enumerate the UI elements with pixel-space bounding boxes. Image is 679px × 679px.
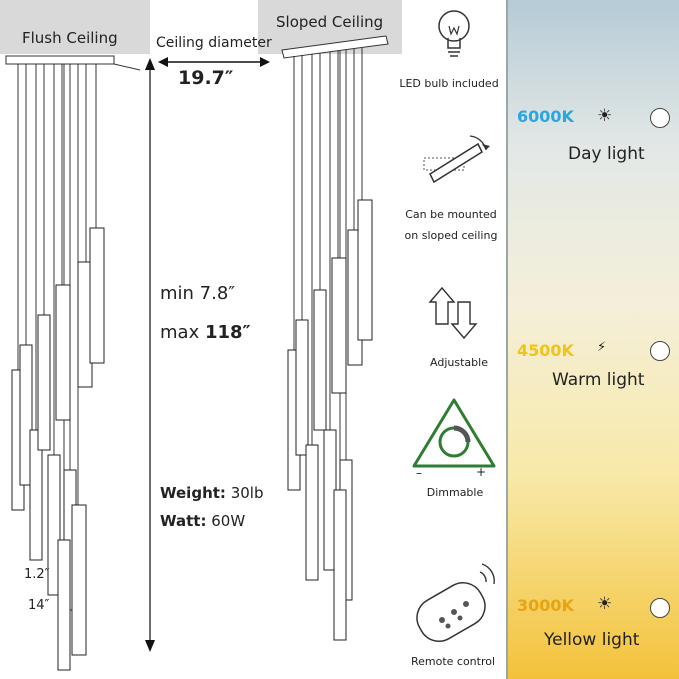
flush-ceiling-block: [0, 0, 150, 54]
flush-ceiling-label: Flush Ceiling: [22, 29, 118, 47]
dim-minus: –: [416, 466, 422, 480]
day-light-label: Day light: [568, 144, 645, 164]
max-height-label: max 118″: [160, 322, 251, 343]
warm-light-label: Warm light: [552, 370, 645, 390]
ceiling-diameter-value: 19.7″: [178, 67, 234, 89]
sloped-mount-label-2: on sloped ceiling: [404, 229, 498, 242]
chandelier-drawing: [5, 35, 389, 671]
ceiling-diameter-label: Ceiling diameter: [156, 35, 272, 51]
min-height-label: min 7.8″: [160, 283, 236, 304]
sun-warm-icon: ⚡: [597, 340, 607, 355]
sloped-ceiling-label: Sloped Ceiling: [276, 13, 384, 31]
slider-knob-6000[interactable]: [650, 108, 670, 128]
dimmable-label: Dimmable: [426, 486, 484, 499]
kelvin-6000: 6000K: [517, 107, 574, 126]
slider-knob-4500[interactable]: [650, 341, 670, 361]
sloped-mount-icon: [423, 135, 490, 184]
kelvin-3000: 3000K: [517, 596, 574, 615]
max-height-value: 118″: [204, 322, 251, 343]
max-height-prefix: max: [160, 322, 205, 343]
weight-value: 30lb: [230, 484, 264, 502]
gradient-divider: [506, 0, 508, 679]
led-bulb-icon: [438, 10, 470, 57]
dimmable-icon: [412, 398, 496, 468]
watt-label: Watt:: [160, 512, 207, 530]
sun-yellow-icon: ☀: [597, 594, 613, 614]
watt-value: 60W: [211, 512, 246, 530]
weight-spec: Weight: 30lb: [160, 484, 263, 502]
color-temperature-panel: [506, 0, 679, 679]
adjustable-arrows-icon: [428, 286, 478, 340]
remote-control-icon: [416, 563, 495, 642]
tube-width-label: 1.2″: [24, 567, 50, 582]
led-bulb-label: LED bulb included: [399, 77, 499, 90]
adjustable-label: Adjustable: [430, 356, 488, 369]
tube-length-label: 14″: [28, 598, 50, 613]
remote-control-label: Remote control: [410, 655, 496, 668]
slider-knob-3000[interactable]: [650, 598, 670, 618]
dim-plus: +: [476, 465, 487, 479]
sloped-mount-label-1: Can be mounted: [405, 208, 497, 221]
kelvin-4500: 4500K: [517, 341, 574, 360]
yellow-light-label: Yellow light: [544, 630, 640, 650]
weight-label: Weight:: [160, 484, 226, 502]
sun-bright-icon: ☀: [597, 106, 613, 126]
watt-spec: Watt: 60W: [160, 512, 245, 530]
